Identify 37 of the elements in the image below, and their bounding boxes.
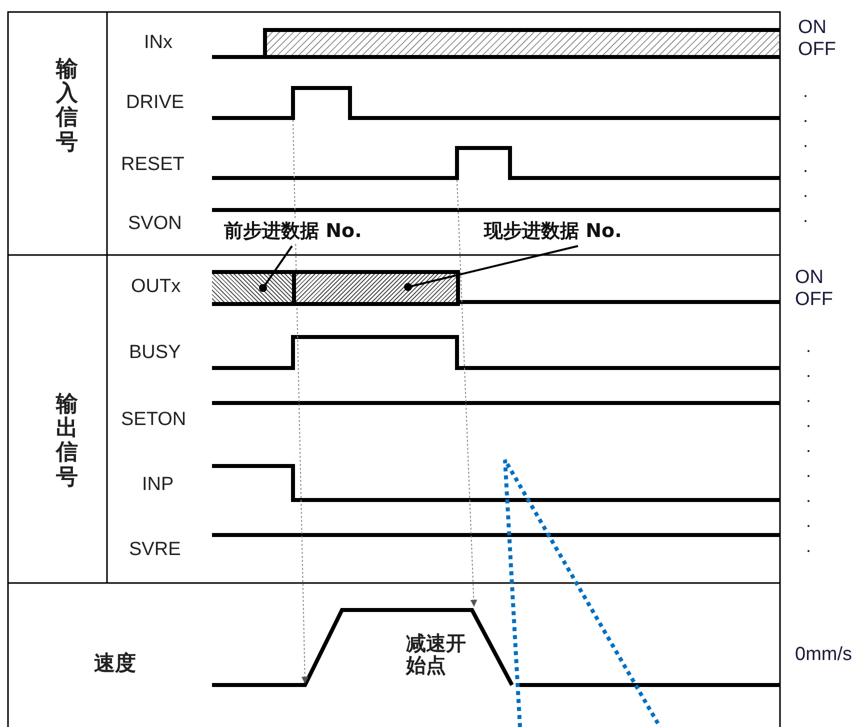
- signal-label: 速度: [94, 652, 136, 676]
- hatched-segment: [296, 270, 460, 306]
- leader-line: [259, 245, 293, 292]
- level-dot: .: [806, 337, 812, 357]
- level-dot: .: [806, 462, 812, 482]
- level-dot: .: [803, 107, 808, 127]
- level-dot: .: [803, 132, 808, 152]
- level-dot: .: [806, 487, 812, 507]
- signal-label: 0mm/s: [795, 645, 852, 666]
- section-label: 输入信号: [56, 58, 78, 155]
- level-dot: .: [806, 512, 812, 532]
- signal-label: SETON: [121, 410, 186, 431]
- signal-label: BUSY: [129, 343, 181, 364]
- level-dot: .: [806, 387, 812, 407]
- leader-line: [404, 245, 578, 291]
- level-dot: .: [803, 82, 808, 102]
- annotation: 减速开始点: [406, 632, 467, 676]
- signal-label: DRIVE: [126, 93, 184, 114]
- section-label: 输出信号: [56, 393, 78, 490]
- hatched-segment: [212, 270, 296, 306]
- signal-label: OFF: [795, 290, 833, 311]
- level-dot: .: [806, 412, 812, 432]
- signal-label: INP: [142, 475, 174, 496]
- signal-label: INx: [144, 33, 172, 54]
- level-dot: .: [806, 362, 812, 382]
- level-dot: .: [803, 157, 808, 177]
- signal-label: SVON: [128, 214, 182, 235]
- level-dot: .: [806, 537, 812, 557]
- level-dot: .: [806, 437, 812, 457]
- signal-label: OUTx: [131, 277, 181, 298]
- signal-label: ON: [798, 18, 826, 39]
- level-dot: .: [803, 207, 808, 227]
- signal-label: OFF: [798, 40, 836, 61]
- signal-label: ON: [795, 268, 824, 289]
- signal-label: SVRE: [129, 540, 181, 561]
- level-dot: .: [803, 182, 808, 202]
- signal-label: RESET: [121, 155, 184, 176]
